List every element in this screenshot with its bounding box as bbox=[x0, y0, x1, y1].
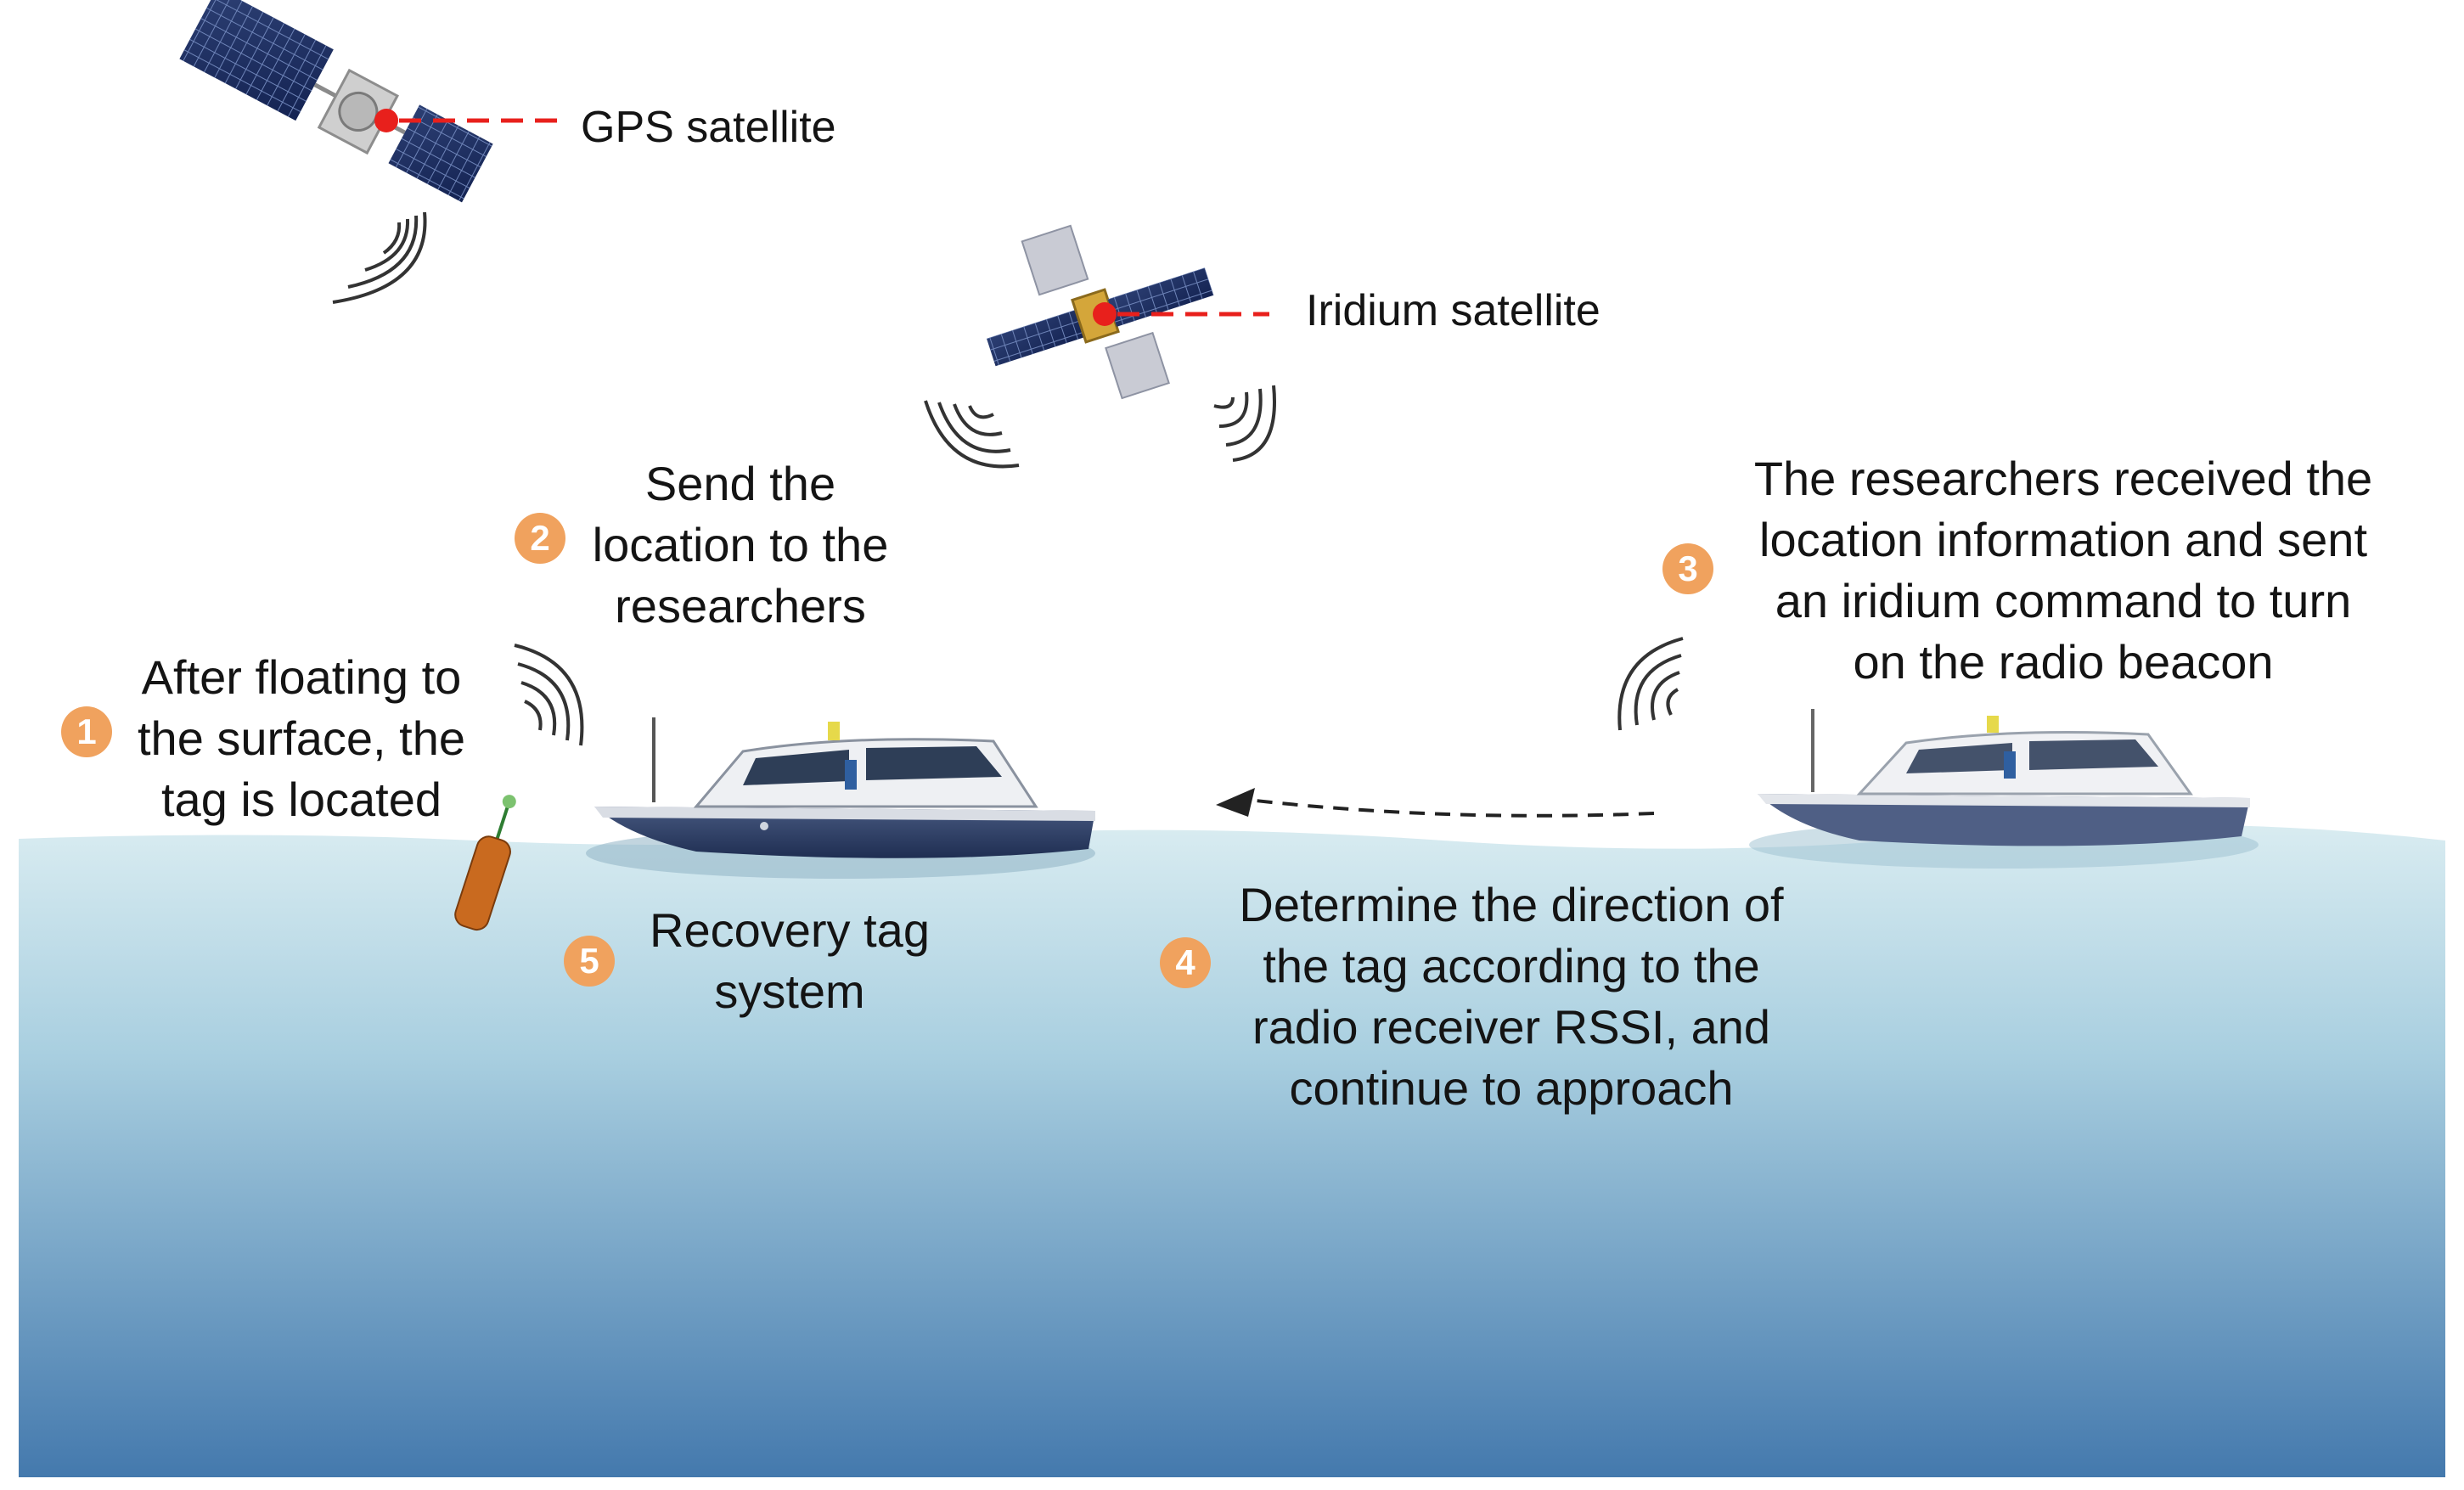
step-5-line-1: Recovery tag bbox=[650, 903, 930, 957]
step-badge-1: 1 bbox=[61, 706, 112, 757]
recovery-tag-icon bbox=[454, 795, 516, 931]
step-4-line-4: continue to approach bbox=[1289, 1061, 1734, 1115]
step-2-line-3: researchers bbox=[615, 579, 866, 633]
iridium-signal-right-icon bbox=[1213, 385, 1276, 462]
step-4-line-1: Determine the direction of bbox=[1239, 878, 1784, 931]
step-2-text: Send the location to the researchers bbox=[571, 453, 910, 637]
step-2-line-2: location to the bbox=[592, 518, 889, 571]
research-boat-far-icon bbox=[1749, 709, 2259, 869]
approach-arrowhead bbox=[1216, 788, 1255, 817]
step-badge-3: 3 bbox=[1662, 543, 1713, 594]
iridium-satellite-label: Iridium satellite bbox=[1306, 286, 1600, 335]
gps-satellite-icon bbox=[179, 0, 493, 203]
step-badge-2: 2 bbox=[515, 513, 565, 564]
step-3-line-2: location information and sent bbox=[1759, 513, 2367, 566]
tag-signal-icon bbox=[514, 644, 584, 746]
step-5-text: Recovery tag system bbox=[620, 900, 959, 1022]
step-1-text: After floating to the surface, the tag i… bbox=[119, 647, 484, 830]
step-3-line-3: an iridium command to turn bbox=[1775, 574, 2352, 627]
step-4-text: Determine the direction of the tag accor… bbox=[1206, 874, 1817, 1119]
step-1-line-2: the surface, the bbox=[137, 711, 465, 765]
step-1-line-3: tag is located bbox=[161, 773, 442, 826]
step-3-line-1: The researchers received the bbox=[1753, 452, 2373, 505]
step-1-line-1: After floating to bbox=[141, 650, 462, 704]
step-2-line-1: Send the bbox=[644, 457, 836, 510]
boat-signal-icon bbox=[1617, 637, 1684, 731]
step-5-line-2: system bbox=[714, 964, 865, 1018]
gps-marker-dot bbox=[374, 109, 398, 132]
research-boat-icon bbox=[586, 717, 1095, 879]
step-4-line-3: radio receiver RSSI, and bbox=[1252, 1000, 1771, 1054]
step-3-line-4: on the radio beacon bbox=[1853, 635, 2274, 689]
gps-signal-icon bbox=[332, 211, 427, 304]
iridium-signal-left-icon bbox=[924, 400, 1020, 469]
sea bbox=[19, 824, 2445, 1477]
step-badge-5: 5 bbox=[564, 936, 615, 987]
iridium-marker-dot bbox=[1093, 302, 1117, 326]
step-3-text: The researchers received the location in… bbox=[1724, 448, 2403, 693]
step-badge-4: 4 bbox=[1160, 937, 1211, 988]
gps-satellite-label: GPS satellite bbox=[581, 103, 836, 152]
step-4-line-2: the tag according to the bbox=[1263, 939, 1760, 992]
approach-arrow bbox=[1247, 798, 1655, 818]
